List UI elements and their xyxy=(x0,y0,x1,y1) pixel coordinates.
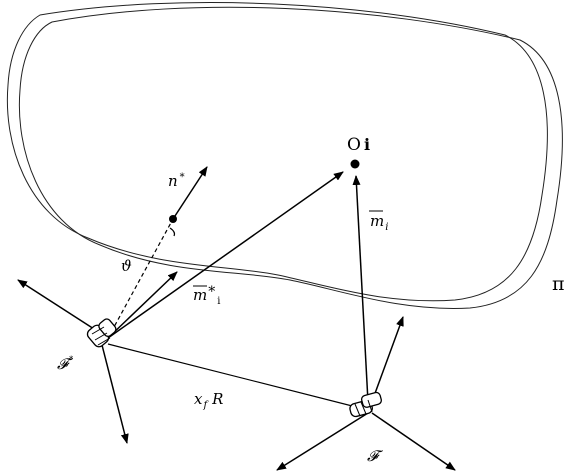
baseline-line xyxy=(107,343,369,411)
camera-icon xyxy=(349,391,382,418)
m-star-label: m*i xyxy=(193,284,220,307)
frame-axis-3 xyxy=(371,412,456,471)
normal-dashed-line xyxy=(107,218,174,339)
frame-star-label: 𝓕* xyxy=(57,355,74,373)
normal-label: n* xyxy=(168,172,185,190)
plane-outline-back xyxy=(18,6,563,309)
normal-vector xyxy=(172,166,208,220)
frame-axis-2 xyxy=(276,412,369,471)
angle-label: ϑ xyxy=(121,257,132,275)
plane-label: π xyxy=(552,273,565,295)
m-star-vector xyxy=(107,171,344,339)
m-i-label: mi xyxy=(370,212,388,233)
camera-star-icon xyxy=(86,318,117,348)
angle-arc-small xyxy=(169,227,176,237)
normal-base-point xyxy=(169,215,177,223)
frame-label: 𝓕 xyxy=(367,447,384,465)
point-o-dot xyxy=(350,159,360,169)
frame-star-axis-2 xyxy=(101,344,129,444)
angle-arrow xyxy=(107,271,178,339)
plane-outline-front xyxy=(6,2,548,302)
m-i-vector xyxy=(352,175,369,403)
